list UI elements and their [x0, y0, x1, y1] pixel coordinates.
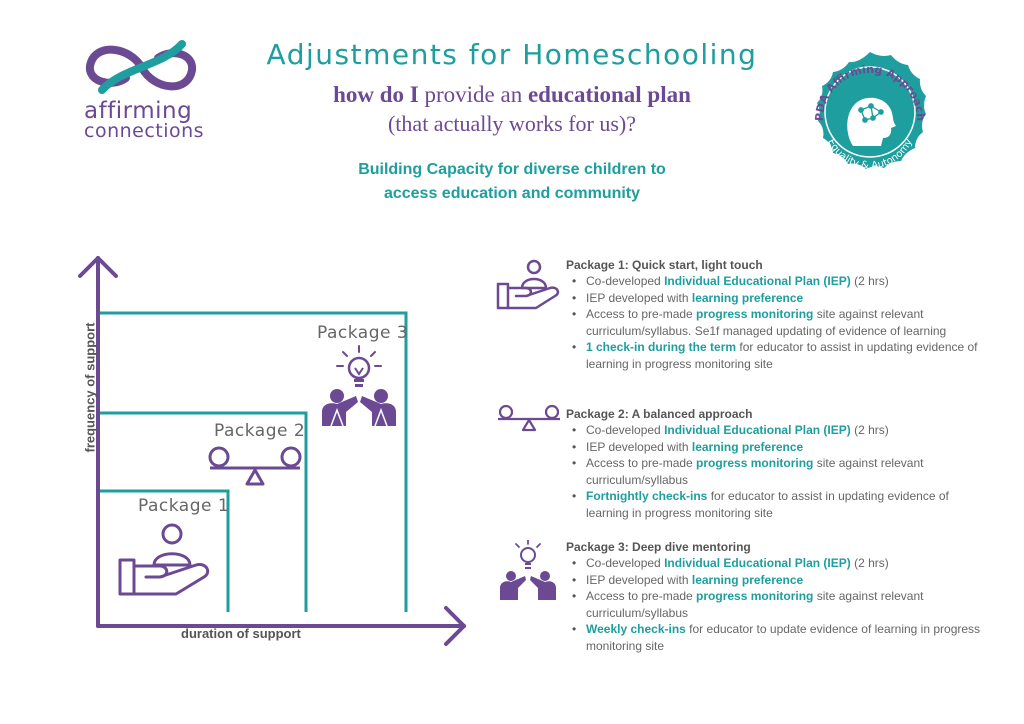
y-axis-label: frequency of support: [82, 322, 98, 453]
package-3-heading: Package 3: Deep dive mentoring: [566, 540, 751, 554]
list-item: Co-developed Individual Educational Plan…: [572, 273, 986, 290]
list-item: 1 check-in during the term for educator …: [572, 339, 986, 372]
mentoring-lightbulb-icon: [322, 345, 396, 427]
subtitle-pre: how do I: [333, 82, 425, 107]
item-text: site against relevant curriculum/syllabu…: [586, 589, 924, 620]
y-axis: [78, 256, 118, 628]
subtitle-line-1: how do I provide an educational plan: [0, 82, 1024, 108]
highlight-text: 1 check-in during the term: [586, 340, 737, 354]
item-text: (2 hrs): [850, 274, 889, 288]
highlight-text: learning preference: [691, 439, 804, 454]
list-item: Access to pre-made progress monitoring s…: [572, 306, 986, 339]
balance-scale-icon: [498, 404, 560, 432]
list-item: Access to pre-made progress monitoring s…: [572, 588, 986, 621]
balance-scale-icon: [208, 446, 302, 486]
item-text: IEP developed with: [586, 572, 692, 587]
highlight-text: progress monitoring: [696, 456, 814, 470]
item-text: Access to pre-made: [586, 456, 697, 470]
pda-affirming-badge: PDA Affirming Approach Equality & Autono…: [813, 52, 927, 172]
item-text: IEP developed with: [586, 439, 692, 454]
subtitle-line-2: (that actually works for us)?: [387, 111, 637, 136]
chart-package-2-label: Package 2: [214, 421, 306, 441]
page-title: Adjustments for Homeschooling: [266, 38, 758, 71]
package-2-step: [100, 411, 308, 612]
tagline-line-1: Building Capacity for diverse children t…: [358, 161, 666, 178]
list-item: Co-developed Individual Educational Plan…: [572, 555, 986, 572]
x-axis-label: duration of support: [181, 626, 301, 641]
package-1-heading: Package 1: Quick start, light touch: [566, 258, 763, 272]
item-text: (2 hrs): [850, 556, 889, 570]
list-item: IEP developed with learning preference: [572, 439, 986, 456]
network-brain-icon: [858, 103, 884, 123]
subtitle-post: educational plan: [522, 82, 691, 107]
support-staircase-chart: [78, 256, 466, 646]
list-item: Access to pre-made progress monitoring s…: [572, 455, 986, 488]
package-2-heading: Package 2: A balanced approach: [566, 407, 753, 421]
package-1-details: Package 1: Quick start, light touch Co-d…: [566, 257, 986, 372]
hand-person-icon: [496, 259, 560, 310]
highlight-text: Individual Educational Plan (IEP): [664, 556, 851, 570]
item-text: Access to pre-made: [586, 307, 697, 321]
package-1-step: [100, 489, 230, 612]
highlight-text: Individual Educational Plan (IEP): [664, 423, 851, 437]
logo-text-connections: connections: [84, 120, 205, 142]
affirming-connections-logo-icon: [86, 40, 196, 94]
item-text: site against relevant curriculum/syllabu…: [586, 307, 947, 338]
package-3-step: [100, 311, 408, 612]
item-text: Access to pre-made: [586, 589, 697, 603]
highlight-text: learning preference: [691, 290, 804, 305]
hand-person-icon: [118, 523, 210, 596]
package-2-details: Package 2: A balanced approach Co-develo…: [566, 406, 986, 521]
package-3-list: Co-developed Individual Educational Plan…: [566, 555, 986, 654]
highlight-text: learning preference: [691, 572, 804, 587]
mentoring-lightbulb-icon: [500, 540, 556, 600]
package-2-list: Co-developed Individual Educational Plan…: [566, 422, 986, 521]
item-text: Co-developed: [586, 274, 665, 288]
list-item: IEP developed with learning preference: [572, 290, 986, 307]
list-item: Co-developed Individual Educational Plan…: [572, 422, 986, 439]
package-3-details: Package 3: Deep dive mentoring Co-develo…: [566, 539, 986, 654]
item-text: IEP developed with: [586, 290, 692, 305]
x-axis: [96, 606, 466, 646]
list-item: IEP developed with learning preference: [572, 572, 986, 589]
list-item: Weekly check-ins for educator to update …: [572, 621, 986, 654]
item-text: Co-developed: [586, 423, 665, 437]
package-1-list: Co-developed Individual Educational Plan…: [566, 273, 986, 372]
tagline-line-2: access education and community: [383, 185, 641, 202]
item-text: for educator to update evidence of learn…: [586, 622, 981, 653]
list-item: Fortnightly check-ins for educator to as…: [572, 488, 986, 521]
item-text: for educator to assist in updating evide…: [586, 489, 949, 520]
highlight-text: Weekly check-ins: [586, 622, 686, 636]
logo-text-affirming: affirming: [84, 98, 193, 124]
highlight-text: progress monitoring: [696, 589, 814, 603]
highlight-text: Individual Educational Plan (IEP): [664, 274, 851, 288]
tagline: Building Capacity for diverse children t…: [262, 158, 762, 206]
subtitle-mid: provide an: [424, 82, 523, 107]
highlight-text: progress monitoring: [696, 307, 814, 321]
item-text: Co-developed: [586, 556, 665, 570]
item-text: site against relevant curriculum/syllabu…: [586, 456, 924, 487]
highlight-text: Fortnightly check-ins: [586, 489, 708, 503]
chart-package-3-label: Package 3: [317, 323, 409, 343]
chart-package-1-label: Package 1: [138, 496, 230, 516]
item-text: for educator to assist in updating evide…: [586, 340, 978, 371]
item-text: (2 hrs): [850, 423, 889, 437]
